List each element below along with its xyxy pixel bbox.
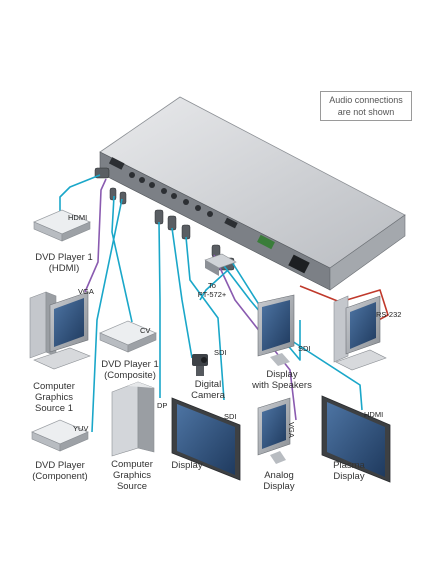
display-with-speakers <box>257 294 295 366</box>
rs232-port-label: RS-232 <box>376 310 402 319</box>
computer1-port-label: VGA <box>78 287 94 296</box>
cable-cv-dvd-composite <box>111 195 133 323</box>
computer1-label: Computer Graphics Source 1 <box>33 381 75 414</box>
computer-source-1 <box>29 291 91 370</box>
camera-label: Digital Camera <box>191 379 225 401</box>
dvd-player-component <box>31 419 89 452</box>
display-sdi-label: Display <box>171 460 203 471</box>
plasma-display <box>321 395 391 483</box>
camera-port-label: SDI <box>214 348 227 357</box>
display-speakers-label: Display with Speakers <box>252 369 312 391</box>
rs232-computer <box>333 295 387 371</box>
cable-yuv-dvd-component <box>91 198 123 433</box>
cable-sdi-display <box>185 236 225 401</box>
dvd-component-port-label: YUV <box>73 424 89 433</box>
display-sdi-port-label: SDI <box>224 412 237 421</box>
dvd-component-label: DVD Player (Component) <box>32 460 88 482</box>
analog-display-label: Analog Display <box>263 470 295 492</box>
pt572-transmitter <box>204 253 237 276</box>
dvd-composite-label: DVD Player 1 (Composite) <box>101 359 159 381</box>
dvd-player-composite <box>99 320 157 353</box>
switcher-unit <box>99 96 406 291</box>
plasma-port-label: HDMI <box>364 410 384 419</box>
cable-sdi-camera <box>171 227 193 359</box>
cable-hdmi-plasma <box>231 261 363 411</box>
digital-camera <box>192 354 208 376</box>
plasma-label: Plasma Display <box>333 460 365 482</box>
cable-pt572 <box>199 269 229 301</box>
cable-hdmi-dvd1 <box>59 174 101 212</box>
display-sdi <box>171 397 241 481</box>
dvd-composite-port-label: CV <box>140 326 151 335</box>
audio-note: Audio connections are not shown <box>320 91 412 121</box>
analog-display <box>257 397 291 464</box>
computer-dp-port-label: DP <box>157 401 168 410</box>
dvd-player-hdmi <box>33 209 91 242</box>
dvd-hdmi-label: DVD Player 1 (HDMI) <box>35 252 93 274</box>
computer-source-dp <box>111 381 155 457</box>
dvd-hdmi-port-label: HDMI <box>68 213 88 222</box>
computer-dp-label: Computer Graphics Source <box>111 459 153 492</box>
analog-display-port-label: VGA <box>287 422 296 438</box>
cable-dp-computer <box>158 221 161 398</box>
cable-vga-computer1 <box>84 178 107 293</box>
pt572-label: To PT-572+ <box>197 281 227 299</box>
display-speakers-port-label: SDI <box>298 344 311 353</box>
